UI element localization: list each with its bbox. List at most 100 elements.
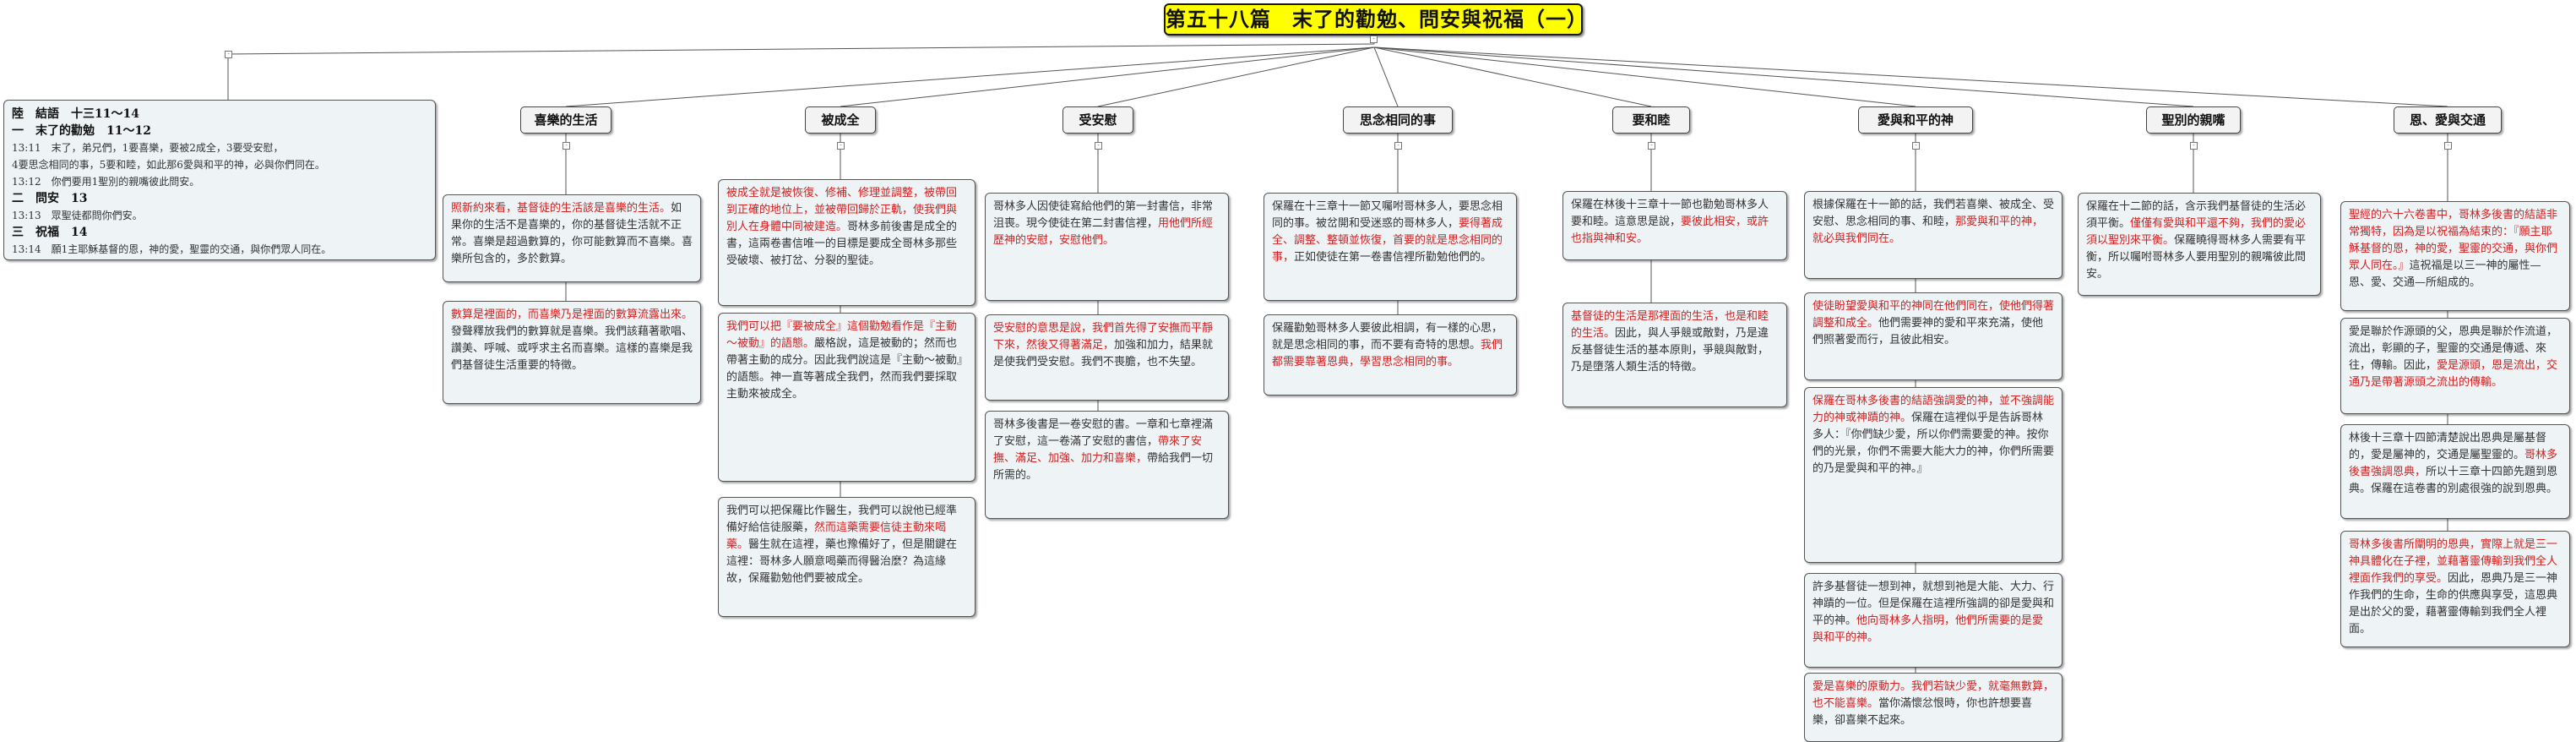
branch-junction[interactable]: - [1095, 142, 1102, 150]
note-box: 受安慰的意思是說，我們首先得了安撫而平靜下來，然後又得著滿足，加強和加力，結果就… [985, 314, 1229, 401]
branch-junction[interactable]: - [1394, 142, 1402, 150]
body-text: 林後十三章十四節清楚說出恩典是屬基督的，愛是屬神的，交通是屬聖靈的。 [2349, 432, 2547, 461]
body-text: 哥林多後書是一卷安慰的書。一章和七章裡滿了安慰，這一卷滿了安慰的書信， [993, 418, 1214, 448]
emphasis-text: 那愛與和平的神，就必與我們同在。 [1812, 216, 2044, 245]
connector-line [1373, 46, 2448, 107]
note-box: 數算是裡面的，而喜樂乃是裡面的數算流露出來。發聲釋放我們的數算就是喜樂。我們該藉… [443, 301, 701, 404]
connector-line [1373, 46, 2194, 107]
body-text: 保羅在這裡似乎是告訴哥林多人：『你們缺少愛，所以你們需要愛的神。按你們的光景，你… [1812, 412, 2055, 475]
note-box: 林後十三章十四節清楚說出恩典是屬基督的，愛是屬神的，交通是屬聖靈的。哥林多後書強… [2340, 424, 2570, 519]
note-box: 聖經的六十六卷書中，哥林多後書的結語非常獨特，因為是以祝福為結束的：『願主耶穌基… [2340, 201, 2570, 311]
body-text: 嚴格說，這是被動的；然而也帶著主動的成分。因此我們說這是『主動～被動』的語態。神… [726, 337, 963, 401]
outline-junction[interactable]: - [225, 51, 232, 58]
body-text: 正如使徒在第一卷書信裡所勸勉他們的。 [1294, 251, 1492, 264]
emphasis-text: 數算是裡面的，而喜樂乃是裡面的數算流露出來。 [451, 308, 693, 321]
connector-line [1097, 46, 1375, 107]
body-text: 帶給我們一切所需的。 [993, 452, 1214, 482]
branch-topic[interactable]: 聖別的親嘴 [2146, 106, 2241, 134]
body-text: 加強和加力，結果就是使我們受安慰。我們不喪膽，也不失望。 [993, 339, 1214, 368]
emphasis-text: 使徒盼望愛與和平的神同在他們同在，使他們得著調整和成全。 [1812, 300, 2055, 330]
outline-line: 一 末了的勸勉 11～12 [12, 124, 151, 138]
body-text: 所以十三章十四節先題到恩典。保羅在這卷書的別處很強的說到恩典。 [2349, 466, 2558, 495]
note-box: 照新約來看，基督徒的生活該是喜樂的生活。如果你的生活不是喜樂的，你的基督徒生活就… [443, 194, 701, 282]
body-text: 保羅在十二節的話，含示我們基督徒的生活必須平衡。 [2086, 200, 2307, 230]
connector-line [1373, 46, 1916, 107]
branch-junction[interactable]: - [562, 142, 570, 150]
body-text: 如果你的生活不是喜樂的，你的基督徒生活就不正常。喜樂是超過數算的，你可能數算而不… [451, 202, 693, 265]
note-box: 我們可以把『要被成全』這個勸勉看作是『主動～被動』的語態。嚴格說，這是被動的；然… [718, 313, 976, 482]
note-box: 哥林多後書是一卷安慰的書。一章和七章裡滿了安慰，這一卷滿了安慰的書信，帶來了安撫… [985, 411, 1229, 519]
body-text: 因此，恩典乃是三一神作我們的生命，生命的供應與享受，這恩典是出於父的愛，藉著靈傳… [2349, 572, 2558, 636]
note-box: 哥林多後書所闡明的恩典，實際上就是三一神具體化在子裡，並藉著靈傳輸到我們全人裡面… [2340, 531, 2570, 647]
connector-line [1373, 46, 1652, 107]
body-text: 醫生就在這裡，藥也豫備好了，但是關鍵在這裡：哥林多人願意喝藥而得醫治麼？為這緣故… [726, 538, 958, 585]
emphasis-text: 被成全就是被恢復、修補、修理並調整，被帶回到正確的地位上，並被帶回歸於正軌，使我… [726, 187, 958, 233]
branch-topic[interactable]: 要和睦 [1612, 106, 1690, 134]
branch-junction[interactable]: - [1912, 142, 1920, 150]
outline-line: 陸 結語 十三11～14 [12, 107, 139, 121]
note-box: 使徒盼望愛與和平的神同在他們同在，使他們得著調整和成全。他們需要神的愛和平來充滿… [1804, 292, 2062, 380]
emphasis-text: 基督徒的生活是那裡面的生活，也是和睦的生活。 [1571, 310, 1769, 340]
emphasis-text: 我們可以把『要被成全』這個勸勉看作是『主動～被動』的語態。 [726, 320, 958, 350]
branch-topic[interactable]: 思念相同的事 [1343, 106, 1453, 134]
connector-line [565, 46, 1375, 107]
body-text: 他們需要神的愛和平來充滿，使他們照著愛而行，且彼此相安。 [1812, 317, 2044, 346]
emphasis-text: 我們都需要靠著恩典，學習思念相同的事。 [1272, 339, 1503, 368]
outline-line: 13:13 眾聖徒都問你們安。 [12, 210, 143, 221]
body-text: 我們可以把保羅比作醫生，我們可以說他已經準備好給信徒服藥， [726, 505, 958, 534]
body-text: 保羅勸勉哥林多人要彼此相調，有一樣的心思，就是思念相同的事，而不要有奇特的思想。 [1272, 322, 1503, 352]
branch-junction[interactable]: - [2444, 142, 2452, 150]
note-box: 愛是聯於作源頭的父，恩典是聯於作流道，流出，彰顯的子，聖靈的交通是傳遞、來往，傳… [2340, 318, 2570, 414]
emphasis-text: 哥林多後書所闡明的恩典，實際上就是三一神具體化在子裡，並藉著靈傳輸到我們全人裡面… [2349, 538, 2558, 585]
note-box: 根據保羅在十一節的話，我們若喜樂、被成全、受安慰、思念相同的事、和睦，那愛與和平… [1804, 191, 2062, 279]
emphasis-text: 要得著成全、調整、整頓並恢復，首要的就是思念相同的事， [1272, 217, 1503, 264]
body-text: 因此，與人爭競或敵對，乃是違反基督徒生活的基本原則，爭競與敵對，乃是墮落人類生活… [1571, 327, 1769, 374]
connector-line [227, 43, 1375, 55]
branch-junction[interactable]: - [1648, 142, 1655, 150]
outline-line: 13:14 願1主耶穌基督的恩，神的愛，聖靈的交通，與你們眾人同在。 [12, 243, 332, 255]
note-box: 保羅在十二節的話，含示我們基督徒的生活必須平衡。僅僅有愛與和平還不夠，我們的愛必… [2078, 193, 2321, 296]
note-box: 保羅勸勉哥林多人要彼此相調，有一樣的心思，就是思念相同的事，而不要有奇特的思想。… [1264, 314, 1517, 396]
note-box: 愛是喜樂的原動力。我們若缺少愛，就毫無數算，也不能喜樂。當你滿懷忿恨時，你也許想… [1804, 673, 2062, 742]
body-text: 根據保羅在十一節的話，我們若喜樂、被成全、受安慰、思念相同的事、和睦， [1812, 199, 2055, 228]
outline-line: 13:11 末了，弟兄們，1要喜樂，要被2成全，3要受安慰， [12, 142, 284, 154]
branch-topic[interactable]: 受安慰 [1062, 106, 1133, 134]
emphasis-text: 用他們所經歷神的安慰，安慰他們。 [993, 217, 1214, 247]
emphasis-text: 然而這藥需要信徒主動來喝藥。 [726, 521, 947, 551]
note-box: 我們可以把保羅比作醫生，我們可以說他已經準備好給信徒服藥，然而這藥需要信徒主動來… [718, 497, 976, 617]
branch-junction[interactable]: - [837, 142, 845, 150]
note-box: 保羅在哥林多後書的結語強調愛的神，並不強調能力的神或神蹟的神。保羅在這裡似乎是告… [1804, 387, 2062, 563]
emphasis-text: 僅僅有愛與和平還不夠，我們的愛必須以聖別來平衡。 [2086, 217, 2307, 247]
body-text: 保羅曉得哥林多人需要有平衡，所以囑咐哥林多人要用聖別的親嘴彼此問安。 [2086, 234, 2307, 281]
emphasis-text: 愛是源頭，恩是流出，交通乃是帶著源頭之流出的傳輸。 [2349, 359, 2558, 389]
note-box: 被成全就是被恢復、修補、修理並調整，被帶回到正確的地位上，並被帶回歸於正軌，使我… [718, 179, 976, 306]
emphasis-text: 他向哥林多人指明，他們所需要的是愛與和平的神。 [1812, 614, 2044, 644]
connector-line [840, 46, 1375, 107]
branch-topic[interactable]: 被成全 [805, 106, 876, 134]
branch-junction[interactable]: - [2190, 142, 2198, 150]
branch-topic[interactable]: 愛與和平的神 [1858, 106, 1973, 134]
outline-box: 陸 結語 十三11～14 一 末了的勸勉 11～12 13:11 末了，弟兄們，1要… [3, 100, 436, 260]
diagram-title: 第五十八篇 末了的勸勉、問安與祝福（一） [1164, 3, 1587, 35]
note-box: 哥林多人因使徒寫給他們的第一封書信，非常沮喪。現今使徒在第二封書信裡，用他們所經… [985, 193, 1229, 301]
emphasis-text: 聖經的六十六卷書中，哥林多後書的結語非常獨特，因為是以祝福為結束的：『願主耶穌基… [2349, 209, 2558, 272]
emphasis-text: 帶來了安撫、滿足、加強、加力和喜樂， [993, 435, 1203, 465]
outline-line: 4要思念相同的事，5要和睦，如此那6愛與和平的神，必與你們同在。 [12, 159, 325, 171]
emphasis-text: 受安慰的意思是說，我們首先得了安撫而平靜下來，然後又得著滿足， [993, 322, 1214, 352]
body-text: 保羅在林後十三章十一節也勸勉哥林多人要和睦。這意思是說， [1571, 199, 1769, 228]
body-text: 哥林多人因使徒寫給他們的第一封書信，非常沮喪。現今使徒在第二封書信裡， [993, 200, 1214, 230]
connector-line [1373, 46, 1399, 107]
outline-line: 二 問安 13 [12, 192, 88, 205]
emphasis-text: 要彼此相安，或許也指與神和安。 [1571, 216, 1769, 245]
outline-line: 三 祝福 14 [12, 226, 88, 239]
body-text: 發聲釋放我們的數算就是喜樂。我們該藉著歌唱、讚美、呼喊、或呼求主名而喜樂。這樣的… [451, 325, 693, 372]
emphasis-text: 保羅在哥林多後書的結語強調愛的神，並不強調能力的神或神蹟的神。 [1812, 395, 2055, 424]
note-box: 保羅在林後十三章十一節也勸勉哥林多人要和睦。這意思是說，要彼此相安，或許也指與神… [1562, 191, 1787, 260]
note-box: 保羅在十三章十一節又囑咐哥林多人，要思念相同的事。被岔開和受迷惑的哥林多人，要得… [1264, 193, 1517, 301]
note-box: 許多基督徒一想到神，就想到祂是大能、大力、行神蹟的一位。但是保羅在這裡所強調的卻… [1804, 573, 2062, 668]
body-text: 這祝福是以三一神的屬性—恩、愛、交通—所組成的。 [2349, 259, 2541, 289]
note-box: 基督徒的生活是那裡面的生活，也是和睦的生活。因此，與人爭競或敵對，乃是違反基督徒… [1562, 303, 1787, 407]
branch-topic[interactable]: 喜樂的生活 [520, 106, 611, 134]
emphasis-text: 哥林多後書強調恩典， [2349, 449, 2558, 478]
branch-topic[interactable]: 恩、愛與交通 [2394, 106, 2502, 134]
